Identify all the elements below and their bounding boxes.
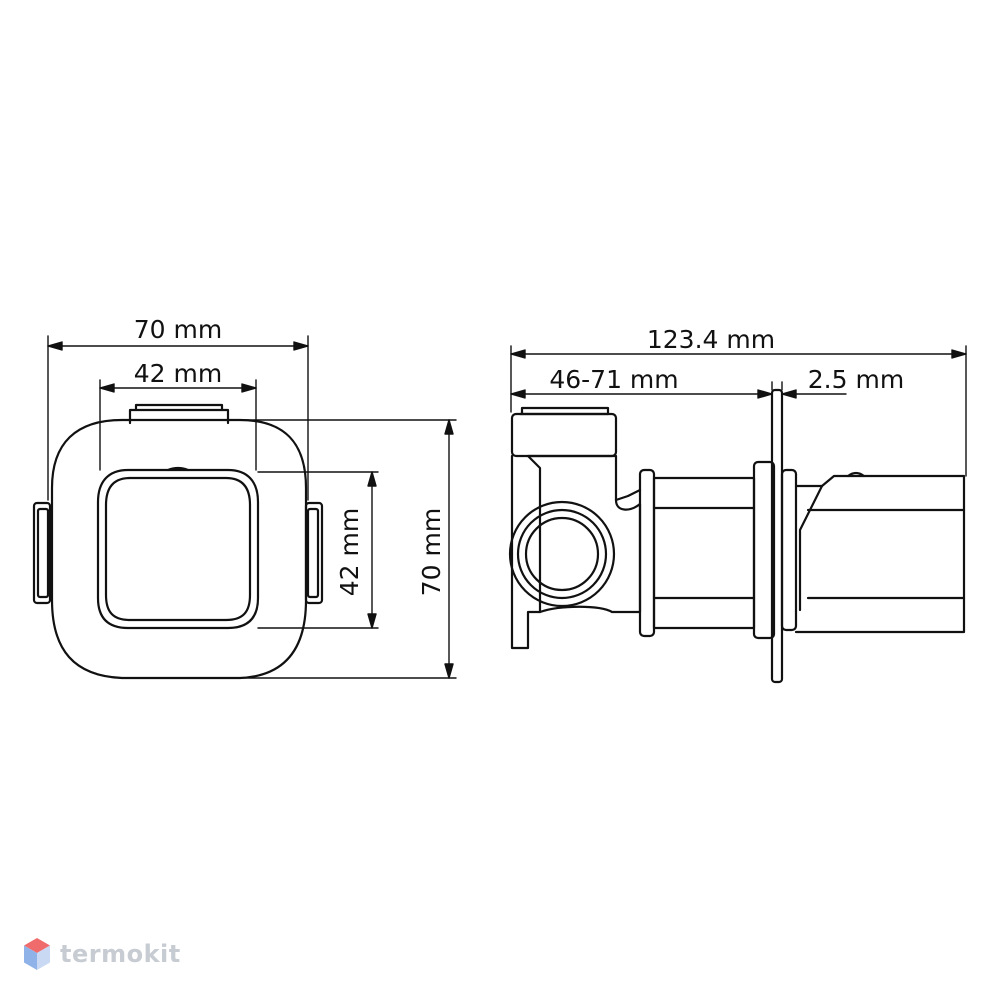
side-cylinder (652, 476, 756, 630)
side-dimension-lines (510, 345, 967, 477)
watermark: termokit (22, 936, 181, 972)
label-front-width-outer: 70 mm (134, 315, 222, 344)
side-handle (794, 474, 966, 634)
side-wall-plate (752, 460, 776, 640)
termokit-logo-icon (24, 938, 50, 970)
label-front-height-inner: 42 mm (335, 508, 364, 596)
front-outer-housing (50, 418, 308, 680)
front-left-nub (32, 501, 52, 605)
front-dimension-lines (47, 335, 457, 679)
side-outlet-ring-outer (508, 500, 616, 608)
side-rear-flange (638, 468, 656, 638)
side-view (508, 388, 966, 684)
front-inner-knob (96, 468, 260, 630)
watermark-brand: termokit (60, 940, 181, 968)
label-side-total-length: 123.4 mm (647, 325, 775, 354)
front-top-stub (128, 408, 230, 425)
front-view (32, 403, 324, 680)
label-front-height-outer: 70 mm (417, 508, 446, 596)
side-outlet-ring-inner (524, 516, 600, 592)
side-top-cap (510, 412, 618, 458)
label-front-width-inner: 42 mm (134, 359, 222, 388)
side-mount-bracket (510, 454, 542, 650)
label-side-flange-thickness: 2.5 mm (808, 365, 904, 394)
side-valve-body (526, 454, 642, 614)
label-side-wall-depth: 46-71 mm (549, 365, 678, 394)
